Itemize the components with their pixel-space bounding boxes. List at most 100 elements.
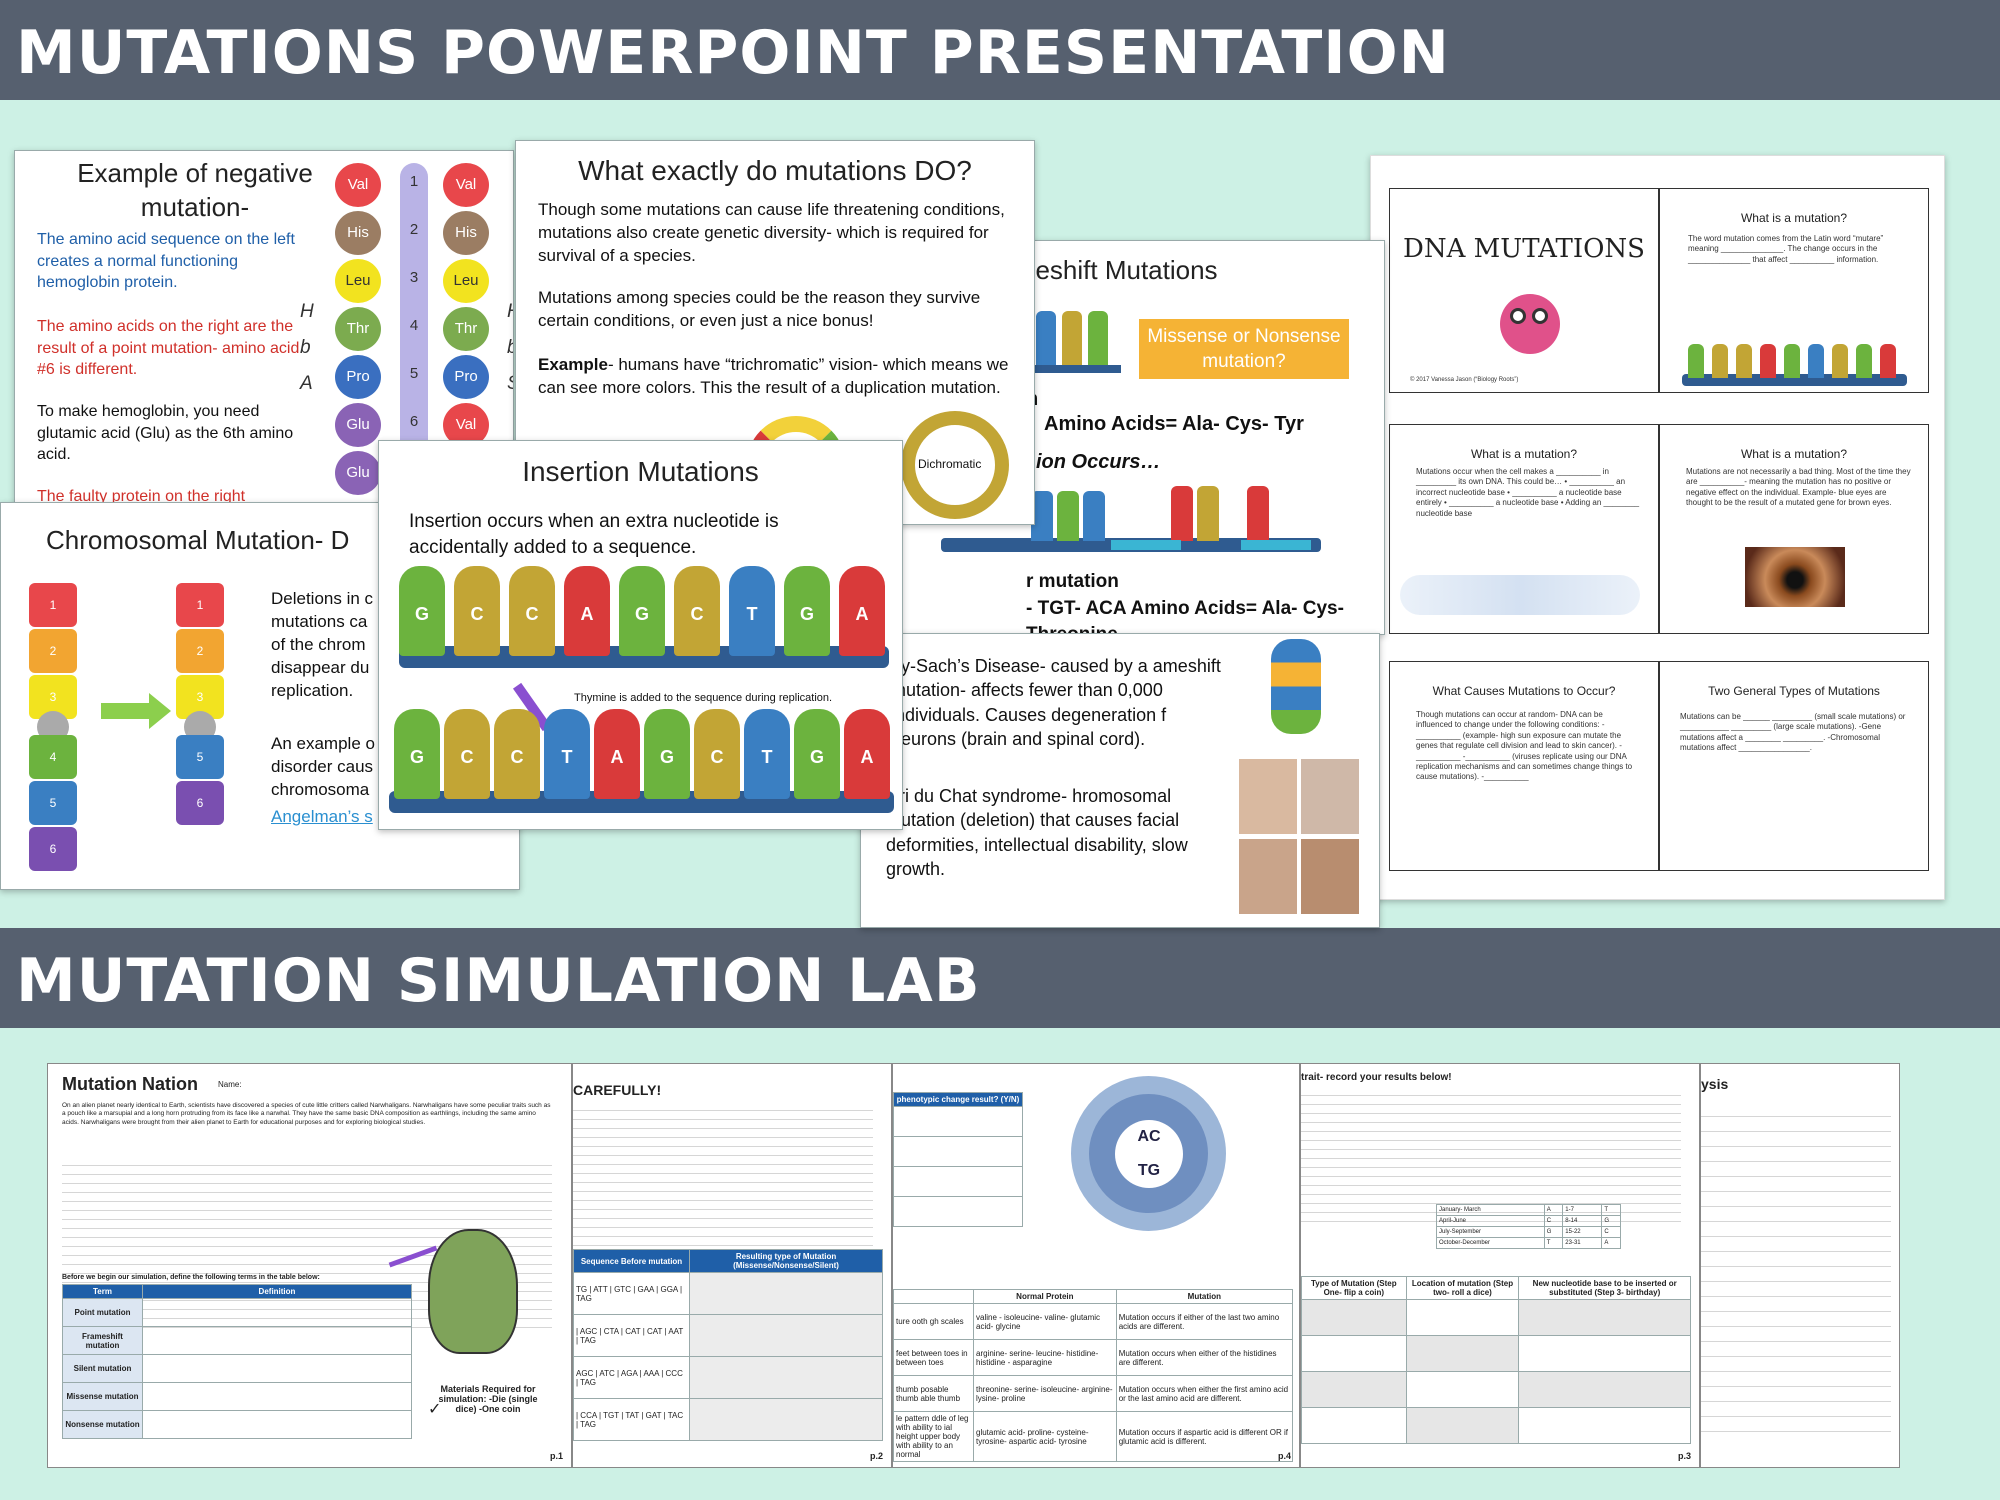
mini-title: What is a mutation? [1470,447,1578,461]
amino-acid-right: Pro [443,355,489,399]
definition-cell[interactable] [142,1382,412,1411]
amino-acid-left: Thr [335,307,381,351]
mini-body: Though mutations can occur at random- DN… [1416,710,1633,782]
page-number: p.4 [1277,1451,1291,1461]
page-title: Mutation Nation [62,1074,198,1094]
sequence-cell: | CCA | TGT | TAT | GAT | TAC | TAG [573,1398,691,1441]
slide-title: Chromosomal Mutation- D [46,525,350,555]
mini-slide-dna-mutations: DNA MUTATIONS © 2017 Vanessa Jason (“Bio… [1389,188,1659,393]
slide-diseases: ay-Sach’s Disease- caused by a ameshift … [860,633,1380,928]
chromosome-segment: 2 [29,629,77,673]
child-photo [1239,759,1297,834]
protein-cell: feet between toes in between toes [893,1339,974,1376]
birthday-cell: July-September [1436,1226,1545,1238]
mini-slide-what-is-1: What is a mutation? The word mutation co… [1659,188,1929,393]
protein-cell: Mutation occurs if either of the last tw… [1115,1303,1294,1340]
hb-letter: A [300,373,313,394]
birthday-cell: 23-31 [1562,1237,1603,1249]
protein-cell: le pattern ddle of leg with ability to i… [893,1411,974,1462]
definition-cell[interactable] [142,1410,412,1439]
hbs-letter: H [507,301,513,323]
what-p3: Example- humans have “trichromatic” visi… [538,355,1009,397]
slide-negative-mutation: Example of negative mutation- The amino … [14,150,514,505]
nucleotide: C [509,566,555,656]
birthday-cell: C [1601,1226,1621,1238]
nucleotide: C [674,566,720,656]
result-cell[interactable] [689,1356,883,1399]
strand-top [1026,311,1121,373]
phenotype-header-table: phenotypic change result? (Y/N) [893,1092,1023,1227]
child-photo [1301,839,1359,914]
definition-cell[interactable] [142,1354,412,1383]
birthday-cell: October-December [1436,1237,1545,1249]
mini-body: Mutations are not necessarily a bad thin… [1686,467,1911,508]
copyright-text: © 2017 Vanessa Jason (“Biology Roots”) [1410,377,1519,383]
definition-cell[interactable] [142,1298,412,1327]
nucleotide: G [399,566,445,656]
nucleotide: T [744,709,790,799]
birthday-cell: 8-14 [1562,1215,1603,1227]
position-number: 1 [409,173,419,190]
position-number: 2 [409,221,419,238]
child-photo [1301,759,1359,834]
mini-slide-causes: What Causes Mutations to Occur? Though m… [1389,661,1659,871]
birthday-cell: T [1543,1237,1564,1249]
amino-acid-right: His [443,211,489,255]
slide-title: neshift Mutations [1021,255,1218,285]
intro-text: On an alien planet nearly identical to E… [62,1102,551,1126]
page-number: p.3 [1677,1451,1691,1461]
result-cell[interactable] [689,1398,883,1441]
protein-cell: valine - isoleucine- valine- glutamic ac… [973,1303,1117,1340]
nucleotide: A [844,709,890,799]
birthday-cell: April-June [1436,1215,1545,1227]
result-cell[interactable] [689,1314,883,1357]
negative-p2: The amino acids on the right are the res… [37,318,300,379]
nucleotide: G [394,709,440,799]
insertion-note: Thymine is added to the sequence during … [574,692,833,704]
chromosome-segment: 4 [29,735,77,779]
page-number: p.1 [549,1451,563,1461]
definition-cell[interactable] [142,1326,412,1355]
child-photo [1239,839,1297,914]
what-p2: Mutations among species could be the rea… [538,288,981,330]
hb-letter: H [300,301,314,322]
nucleotide: G [619,566,665,656]
chromosome-segment: 1 [176,583,224,627]
result-cell[interactable] [689,1272,883,1315]
monster-icon [1500,294,1560,354]
amino-acid-right: Val [443,403,489,447]
hbs-letter: S [507,373,513,395]
hb-letter: b [300,337,311,358]
arrow-icon [1241,540,1311,550]
slide-insertion: Insertion Mutations Insertion occurs whe… [378,440,903,830]
wheel-label: Dichromatic [918,457,982,471]
mini-body: The word mutation comes from the Latin w… [1688,234,1884,264]
badge-missense: Missense or Nonsense mutation? [1139,319,1349,379]
result-header: Resulting type of Mutation (Missense/Non… [689,1249,883,1273]
nucleotide: C [454,566,500,656]
notes-page: DNA MUTATIONS © 2017 Vanessa Jason (“Bio… [1370,155,1945,900]
nucleotide: T [729,566,775,656]
table-row: Point mutation [62,1298,412,1327]
angelman-link[interactable]: Angelman’s s [271,807,373,826]
mutation-header: Mutation [1115,1289,1294,1304]
table-row: | AGC | CTA | CAT | CAT | AAT | TAG [573,1314,883,1357]
definition-header: Definition [142,1284,412,1299]
banner-powerpoint: MUTATIONS POWERPOINT PRESENTATION [0,0,2000,100]
position-number: 5 [409,365,419,382]
frameshift-line1b: Amino Acids= Ala- Cys- Tyr [1044,413,1304,435]
table-row: le pattern ddle of leg with ability to i… [893,1411,1294,1462]
term-cell: Missense mutation [62,1382,143,1411]
birthday-cell: C [1543,1215,1564,1227]
table-row: Missense mutation [62,1382,412,1411]
birthday-cell: G [1601,1215,1621,1227]
amino-acid-left: Val [335,163,381,207]
chromosome-segment: 6 [176,781,224,825]
table-row: Frameshift mutation [62,1326,412,1355]
birthday-cell: A [1601,1237,1621,1249]
frameshift-line4: - TGT- ACA Amino Acids= Ala- Cys- Threon… [1026,598,1344,635]
